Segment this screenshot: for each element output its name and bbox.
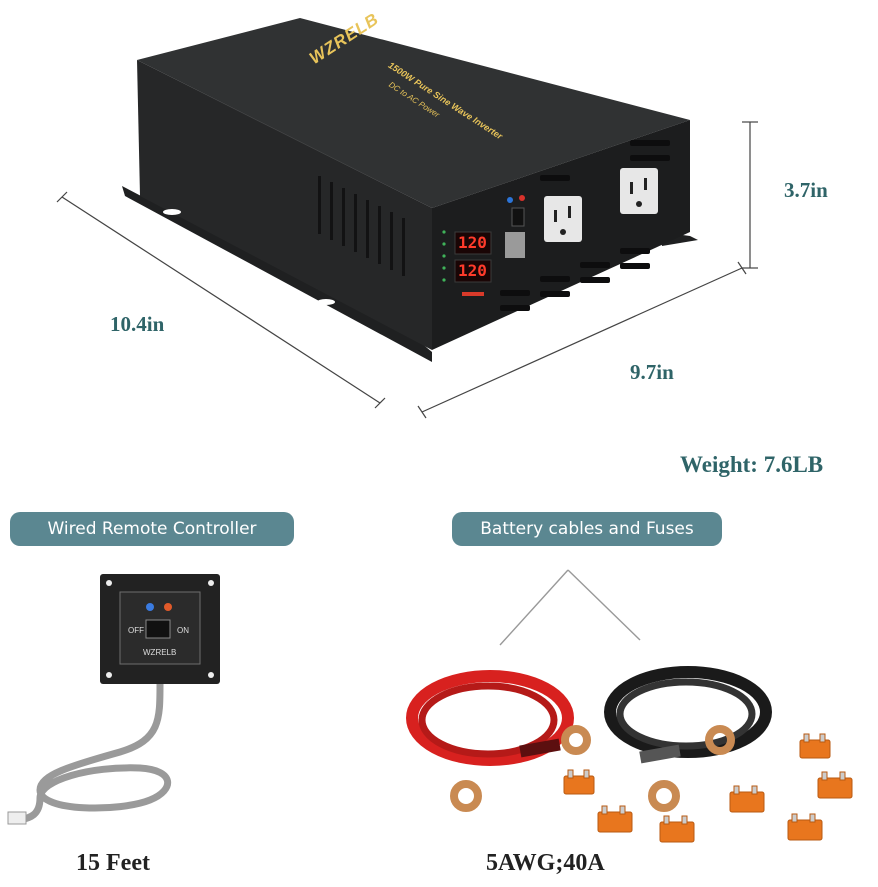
dimension-lines	[56, 121, 758, 419]
rj-plug	[7, 811, 27, 825]
remote-rocker-switch	[145, 619, 171, 639]
voltage-display-1	[454, 231, 492, 255]
ac-outlet-2	[620, 168, 658, 214]
voltage-display-2	[454, 259, 492, 283]
ac-outlet-1	[544, 196, 582, 242]
black-battery-cable	[604, 666, 772, 812]
fuse	[799, 733, 831, 759]
fuse	[787, 813, 823, 841]
fuse	[597, 805, 633, 833]
remote-on-label: ON	[177, 626, 189, 635]
width-dimension-label: 9.7in	[630, 360, 674, 384]
power-switch	[511, 207, 525, 227]
fuse	[729, 785, 765, 813]
red-battery-cable	[406, 670, 591, 812]
inverter-top	[137, 18, 690, 208]
cable-callout-lines	[499, 569, 641, 646]
status-leds	[442, 230, 446, 282]
fuse	[817, 771, 853, 799]
side-vents	[318, 176, 405, 276]
inverter-unit	[122, 18, 698, 362]
indicator-led-blue	[507, 197, 513, 203]
cable-spec-label: 5AWG;40A	[486, 850, 605, 876]
length-dimension-label: 10.4in	[110, 312, 165, 336]
remote-brand-label: WZRELB	[143, 648, 177, 657]
front-vent-slots	[500, 140, 670, 311]
remote-section-pill: Wired Remote Controller	[10, 512, 294, 546]
blade-fuses	[563, 733, 853, 843]
display-readout-2: 120	[458, 261, 487, 280]
cables-section-pill: Battery cables and Fuses	[452, 512, 722, 546]
height-dimension-label: 3.7in	[784, 178, 828, 202]
indicator-led-red	[519, 195, 525, 201]
remote-led-red	[164, 603, 172, 611]
display-readout-1: 120	[458, 233, 487, 252]
inverter-side	[137, 60, 432, 350]
fuse	[563, 769, 595, 795]
inverter-mount-flange-left	[122, 186, 432, 362]
remote-off-label: OFF	[128, 626, 144, 635]
remote-port	[505, 232, 525, 258]
remote-led-blue	[146, 603, 154, 611]
wired-remote-controller	[7, 574, 220, 825]
weight-label: Weight: 7.6LB	[680, 452, 824, 477]
fuse	[659, 815, 695, 843]
cable-length-label: 15 Feet	[76, 850, 150, 876]
